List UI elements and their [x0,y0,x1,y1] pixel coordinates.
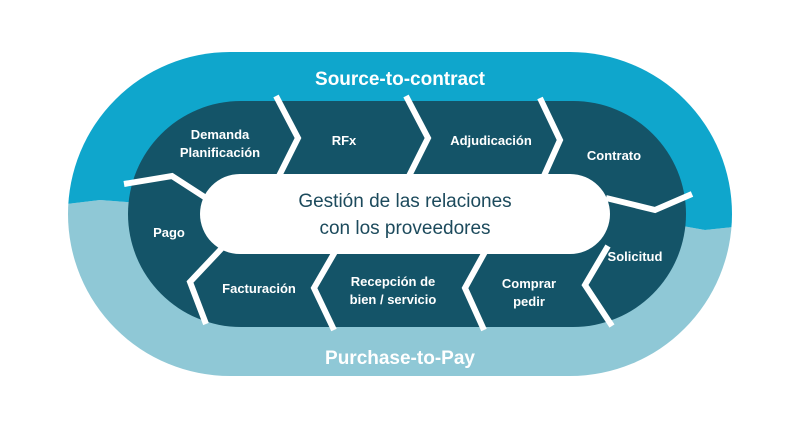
center-title-line2: con los proveedores [319,218,490,239]
step-rfx: RFx [332,133,357,148]
step-contrato: Contrato [587,148,641,163]
separator-demanda-rfx [273,94,302,180]
step-recepcion-line2: bien / servicio [350,292,437,307]
ring-bottom-label: Purchase-to-Pay [325,348,475,369]
separator-comprar-recepcion [461,248,489,332]
step-demanda-line1: Demanda [191,127,250,142]
step-comprar-line2: pedir [513,294,545,309]
separator-pago-demanda [123,172,208,201]
separator-facturacion-pago [186,245,225,326]
step-pago: Pago [153,225,185,240]
step-recepcion-line1: Recepción de [351,274,436,289]
step-adjudicacion: Adjudicación [450,133,532,148]
separator-solicitud-comprar [581,244,615,328]
separator-contrato-solicitud [605,191,694,214]
separator-adjudicacion-contrato [537,96,564,180]
separator-rfx-adjudicacion [403,94,432,180]
step-separators [123,94,694,332]
step-facturacion: Facturación [222,281,296,296]
center-title-line1: Gestión de las relaciones [298,191,511,212]
separator-recepcion-facturacion [310,248,339,332]
step-solicitud: Solicitud [608,249,663,264]
ring-top-label: Source-to-contract [315,69,486,90]
step-demanda-line2: Planificación [180,145,260,160]
step-comprar-line1: Comprar [502,276,556,291]
center-pill [200,174,610,254]
